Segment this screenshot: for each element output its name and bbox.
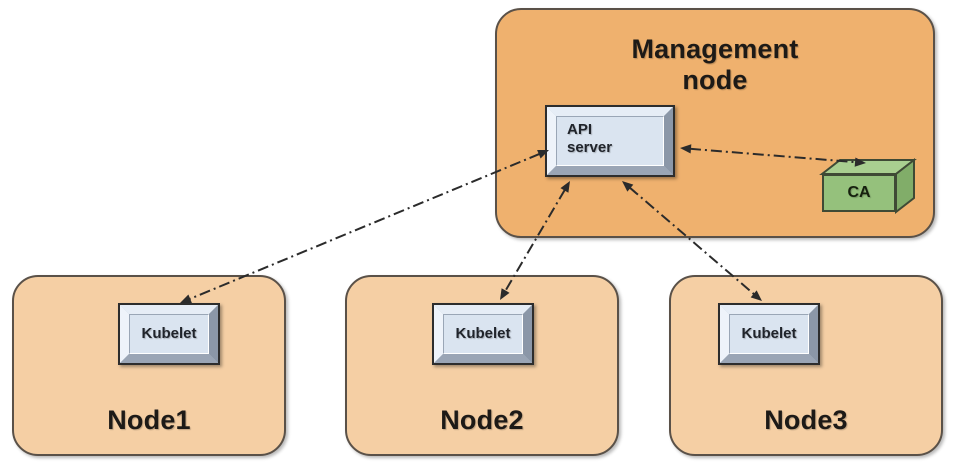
management-node-title-line1: Management bbox=[631, 34, 799, 64]
kubelet-2-bevel-right bbox=[523, 305, 532, 363]
ca-cuboid-shape bbox=[819, 157, 917, 215]
api-server-bevel-top bbox=[547, 107, 673, 116]
kubelet-1-bevel-right bbox=[209, 305, 218, 363]
kubelet-2-bevel-top bbox=[434, 305, 532, 314]
node-3-title: Node3 bbox=[764, 404, 848, 435]
kubelet-1-bevel-top bbox=[120, 305, 218, 314]
node-1-title: Node1 bbox=[107, 404, 191, 435]
node-2-title: Node2 bbox=[440, 404, 524, 435]
api-server-bevel-left bbox=[547, 107, 556, 175]
kubelet-1-label: Kubelet bbox=[141, 324, 197, 342]
kubelet-box-2[interactable]: Kubelet bbox=[432, 303, 534, 365]
ca-cuboid[interactable]: CA bbox=[819, 157, 917, 216]
kubelet-2-bevel-left bbox=[434, 305, 443, 363]
kubelet-3-bevel-top bbox=[720, 305, 818, 314]
kubelet-3-inner-panel bbox=[729, 314, 809, 354]
ca-label: CA bbox=[847, 184, 871, 201]
kubelet-2-label: Kubelet bbox=[455, 324, 511, 342]
kubelet-1-bevel-left bbox=[120, 305, 129, 363]
api-server-box[interactable]: API server bbox=[545, 105, 675, 177]
kubelet-1-inner-panel bbox=[129, 314, 209, 354]
kubelet-2-inner-panel bbox=[443, 314, 523, 354]
management-node-title: Management node bbox=[497, 34, 933, 96]
ca-front-face bbox=[822, 174, 896, 212]
kubelet-3-bevel-right bbox=[809, 305, 818, 363]
api-server-label-line2: server bbox=[567, 139, 613, 157]
ca-right-face bbox=[895, 157, 915, 215]
kubelet-3-label: Kubelet bbox=[741, 324, 797, 342]
kubelet-box-1[interactable]: Kubelet bbox=[118, 303, 220, 365]
kubelet-3-bevel-bottom bbox=[720, 354, 818, 363]
api-server-label: API server bbox=[567, 121, 612, 158]
management-node-title-line2: node bbox=[682, 65, 748, 96]
node-panel-3[interactable]: Node3 bbox=[669, 275, 943, 456]
api-server-bevel-bottom bbox=[547, 166, 673, 175]
api-server-label-line1: API bbox=[567, 121, 593, 138]
api-server-inner-panel bbox=[556, 116, 664, 166]
kubelet-box-3[interactable]: Kubelet bbox=[718, 303, 820, 365]
api-server-bevel-right bbox=[664, 107, 673, 175]
kubelet-1-bevel-bottom bbox=[120, 354, 218, 363]
kubelet-3-bevel-left bbox=[720, 305, 729, 363]
kubelet-2-bevel-bottom bbox=[434, 354, 532, 363]
